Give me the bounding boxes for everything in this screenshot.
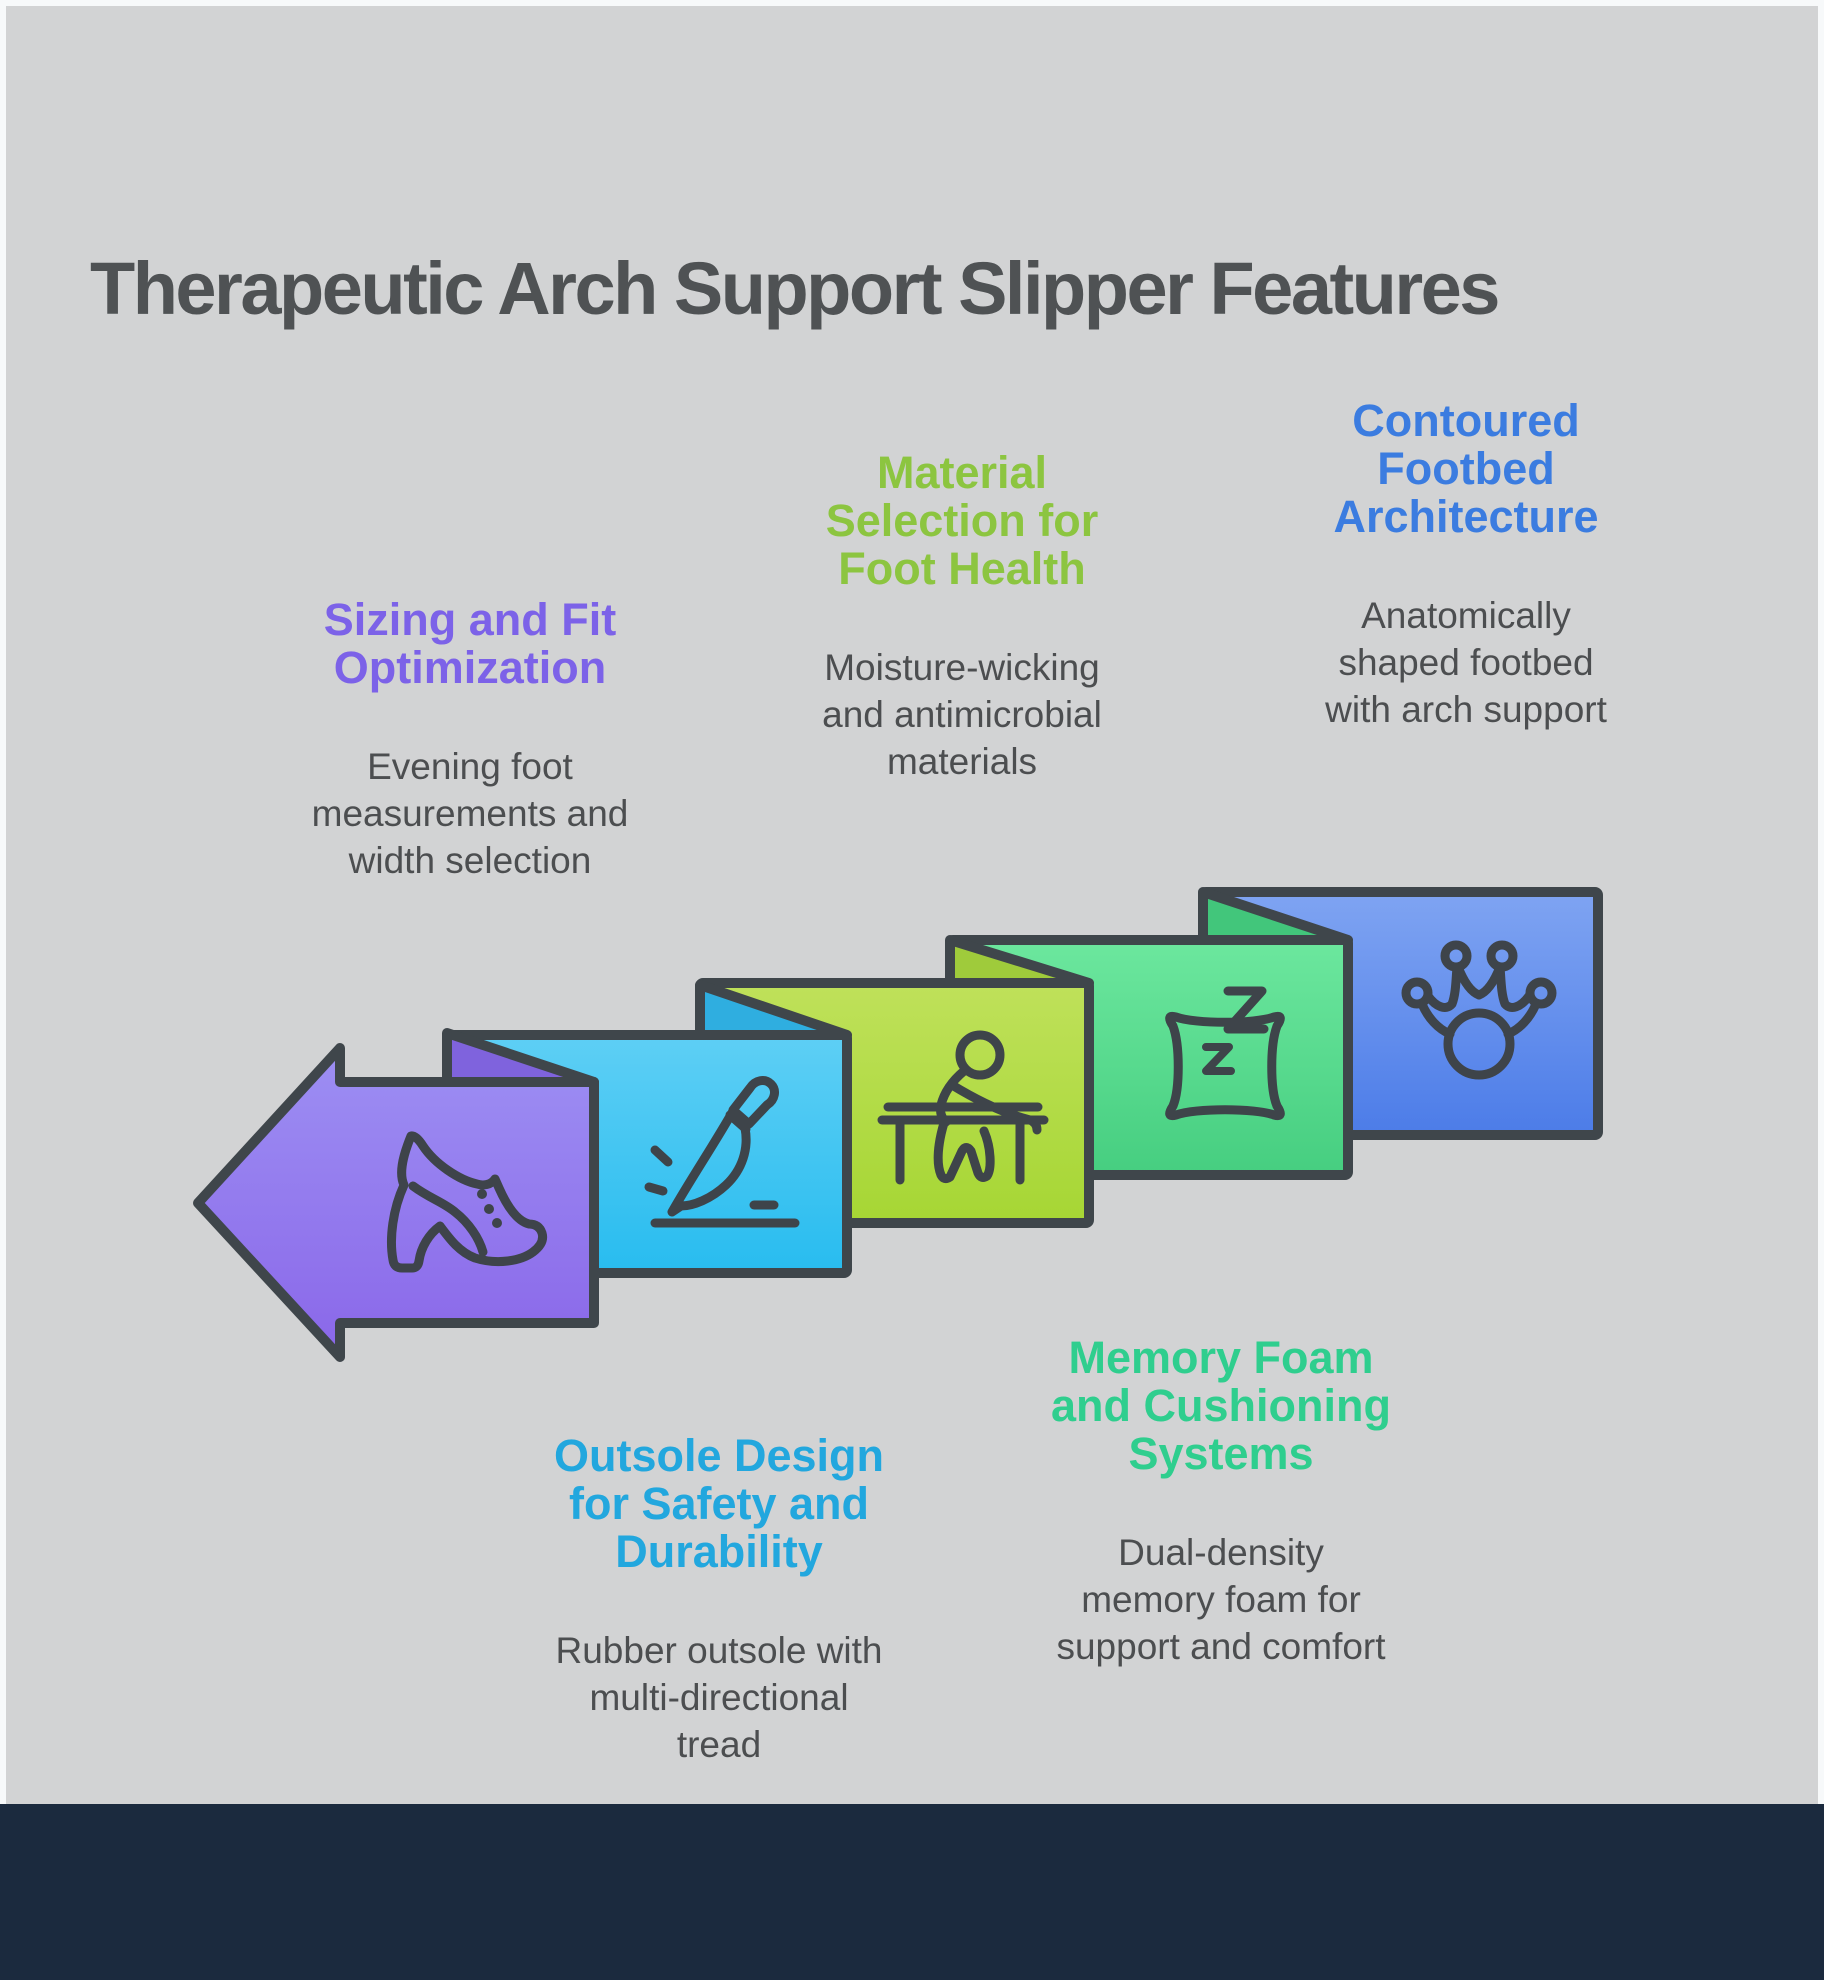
scalpel-icon [644,1076,800,1228]
feature-heading-memory: Memory Foam and Cushioning Systems [1051,1332,1391,1480]
footer-bar [0,1804,1824,1980]
feature-body-outsole: Rubber outsole with multi-directional tr… [555,1630,883,1766]
feature-body-contoured: Anatomically shaped footbed with arch su… [1325,595,1607,731]
feature-heading-contoured: Contoured Footbed Architecture [1333,395,1599,543]
feature-heading-outsole: Outsole Design for Safety and Durability [553,1430,885,1578]
feature-heading-sizing: Sizing and Fit Optimization [323,594,617,694]
feature-block-contoured: Contoured Footbed Architecture Anatomica… [1325,395,1607,734]
feature-block-sizing: Sizing and Fit Optimization Evening foot… [311,594,629,885]
feature-block-memory: Memory Foam and Cushioning Systems Dual-… [1051,1332,1391,1671]
page-title: Therapeutic Arch Support Slipper Feature… [90,246,1500,330]
feature-block-material: Material Selection for Foot Health Moist… [822,447,1102,786]
feature-heading-material: Material Selection for Foot Health [825,447,1099,595]
crown-icon [1401,940,1557,1080]
high-heel-shoe-icon [387,1131,548,1273]
feature-body-memory: Dual-density memory foam for support and… [1056,1532,1386,1668]
person-at-desk-icon [877,1030,1049,1185]
pillow-icon [1165,986,1285,1121]
feature-block-outsole: Outsole Design for Safety and Durability… [553,1430,885,1769]
feature-body-material: Moisture-wicking and antimicrobial mater… [822,647,1102,783]
feature-body-sizing: Evening foot measurements and width sele… [311,746,629,882]
